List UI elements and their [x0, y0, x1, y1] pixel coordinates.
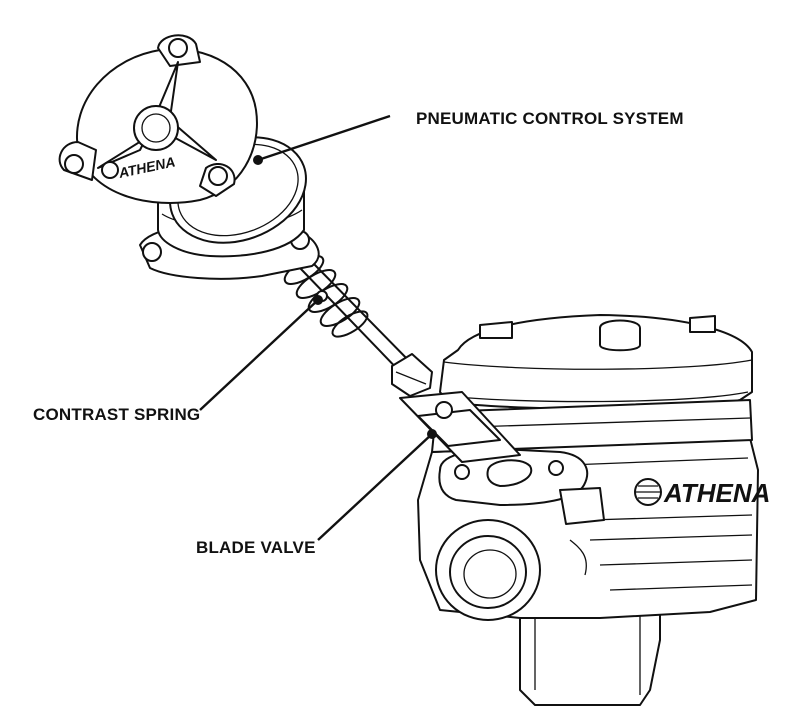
callout-pneumatic: PNEUMATIC CONTROL SYSTEM: [253, 109, 684, 165]
callout-blade: BLADE VALVE: [196, 429, 437, 557]
cylinder-logo-text: ATHENA: [663, 478, 770, 508]
cylinder-assembly: ATHENA: [417, 314, 770, 706]
leader-line: [317, 433, 433, 541]
leader-line: [199, 299, 319, 411]
blade-valve-part: [399, 391, 521, 463]
callout-spring: CONTRAST SPRING: [33, 295, 323, 424]
pneumatic-label: PNEUMATIC CONTROL SYSTEM: [416, 109, 684, 128]
stem-and-spring: [283, 255, 433, 397]
leader-line: [257, 114, 391, 162]
spring-label: CONTRAST SPRING: [33, 405, 200, 424]
cylinder-logo: ATHENA: [634, 478, 770, 508]
pneumatic-actuator: ATHENA: [58, 34, 320, 280]
blade-label: BLADE VALVE: [196, 538, 316, 557]
